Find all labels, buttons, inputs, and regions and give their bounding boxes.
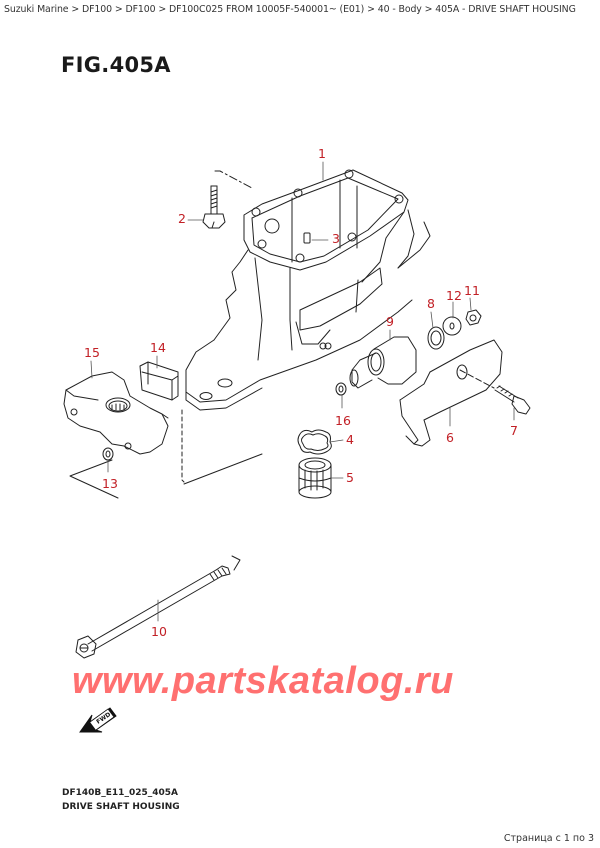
dowel-pin-part-3	[303, 232, 311, 244]
breadcrumb[interactable]: Suzuki Marine > DF100 > DF100 > DF100C02…	[4, 4, 576, 15]
drive-shaft-housing-part	[185, 169, 431, 411]
callout-15[interactable]: 15	[84, 345, 100, 360]
figure-subtitle: DRIVE SHAFT HOUSING	[62, 802, 180, 812]
bolt-part-2	[202, 170, 253, 229]
seal-part-4	[297, 429, 332, 455]
watermark: www.partskatalog.ru	[72, 660, 454, 702]
callout-3[interactable]: 3	[332, 231, 340, 246]
washer-part-16	[335, 382, 347, 396]
callout-7[interactable]: 7	[510, 423, 518, 438]
callout-10[interactable]: 10	[151, 624, 167, 639]
washer-part-12	[442, 316, 462, 336]
callout-5[interactable]: 5	[346, 470, 354, 485]
callout-9[interactable]: 9	[386, 314, 394, 329]
callout-1[interactable]: 1	[318, 146, 326, 161]
bolt-part-7	[459, 369, 531, 415]
callout-6[interactable]: 6	[446, 430, 454, 445]
upper-mount-bracket-part-15	[63, 371, 169, 455]
through-bolt-part-10	[75, 565, 231, 659]
callout-12[interactable]: 12	[446, 288, 462, 303]
callout-11[interactable]: 11	[464, 283, 480, 298]
callout-2[interactable]: 2	[178, 211, 186, 226]
mount-cover-part-6	[399, 339, 503, 447]
nut-part-11	[465, 309, 482, 326]
callout-leaders	[90, 161, 515, 622]
bearing-part-5	[298, 457, 332, 499]
callout-14[interactable]: 14	[150, 340, 166, 355]
callout-16[interactable]: 16	[335, 413, 351, 428]
rubber-pad-part-14	[139, 361, 179, 401]
callout-4[interactable]: 4	[346, 432, 354, 447]
fwd-arrow-icon: FWD	[79, 707, 117, 733]
figure-title: FIG.405A	[61, 53, 171, 77]
rubber-mount-part-9	[349, 336, 417, 389]
washer-part-8	[427, 326, 445, 350]
figure-code: DF140B_E11_025_405A	[62, 788, 178, 798]
callout-13[interactable]: 13	[102, 476, 118, 491]
callout-8[interactable]: 8	[427, 296, 435, 311]
washer-part-13	[102, 447, 114, 461]
page-indicator: Страница с 1 по 3	[503, 833, 594, 844]
